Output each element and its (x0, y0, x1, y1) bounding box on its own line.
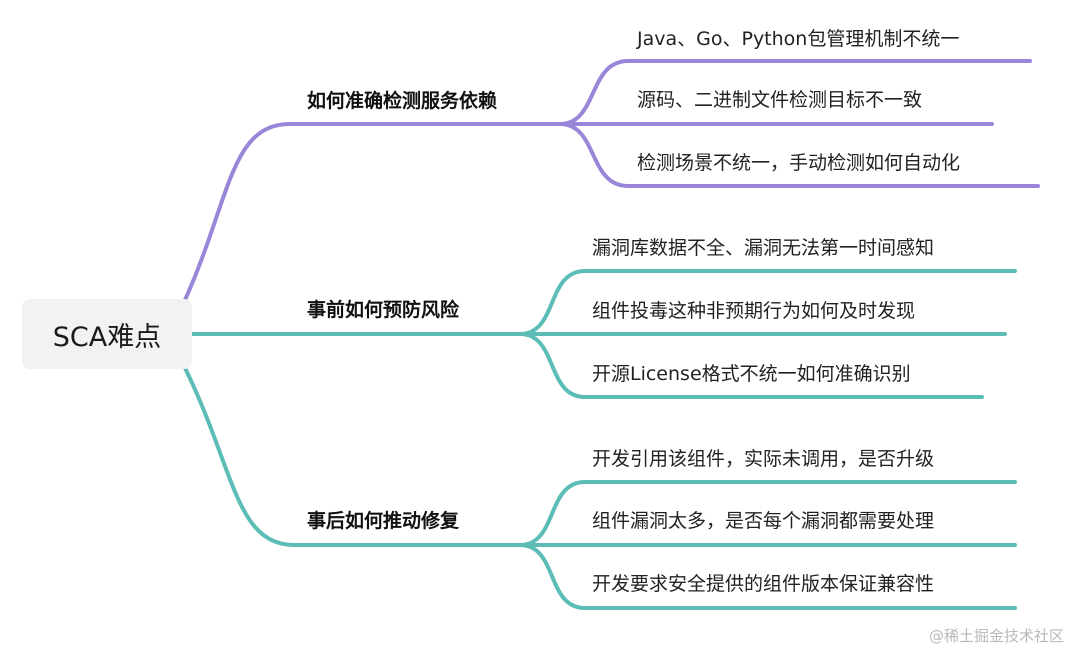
leaf-0-1[interactable]: 源码、二进制文件检测目标不一致 (637, 89, 923, 111)
branch-label-1[interactable]: 事前如何预防风险 (307, 299, 460, 321)
leaf-0-0[interactable]: Java、Go、Python包管理机制不统一 (637, 28, 960, 50)
leaf-2-2[interactable]: 开发要求安全提供的组件版本保证兼容性 (592, 573, 935, 595)
watermark: @稀土掘金技术社区 (928, 627, 1064, 645)
connector-0-0 (558, 59, 1032, 126)
connector-root-branch-2 (183, 366, 522, 547)
connector-0-2 (558, 122, 1040, 188)
connector-1-0 (518, 269, 1017, 336)
branch-label-0[interactable]: 如何准确检测服务依赖 (307, 90, 498, 112)
connector-1-2 (518, 332, 984, 399)
leaf-2-1[interactable]: 组件漏洞太多，是否每个漏洞都需要处理 (592, 510, 935, 532)
root-node[interactable]: SCA难点 (22, 299, 192, 369)
leaf-1-2[interactable]: 开源License格式不统一如何准确识别 (592, 363, 911, 385)
leaf-1-0[interactable]: 漏洞库数据不全、漏洞无法第一时间感知 (592, 237, 935, 259)
leaf-0-2[interactable]: 检测场景不统一，手动检测如何自动化 (637, 152, 961, 174)
connector-2-2 (518, 543, 1017, 610)
connector-2-0 (518, 480, 1017, 547)
connector-root-branch-0 (183, 122, 562, 302)
branch-label-2[interactable]: 事后如何推动修复 (307, 510, 460, 532)
leaf-1-1[interactable]: 组件投毒这种非预期行为如何及时发现 (592, 300, 916, 322)
root-label: SCA难点 (52, 321, 162, 353)
leaf-2-0[interactable]: 开发引用该组件，实际未调用，是否升级 (592, 448, 935, 470)
